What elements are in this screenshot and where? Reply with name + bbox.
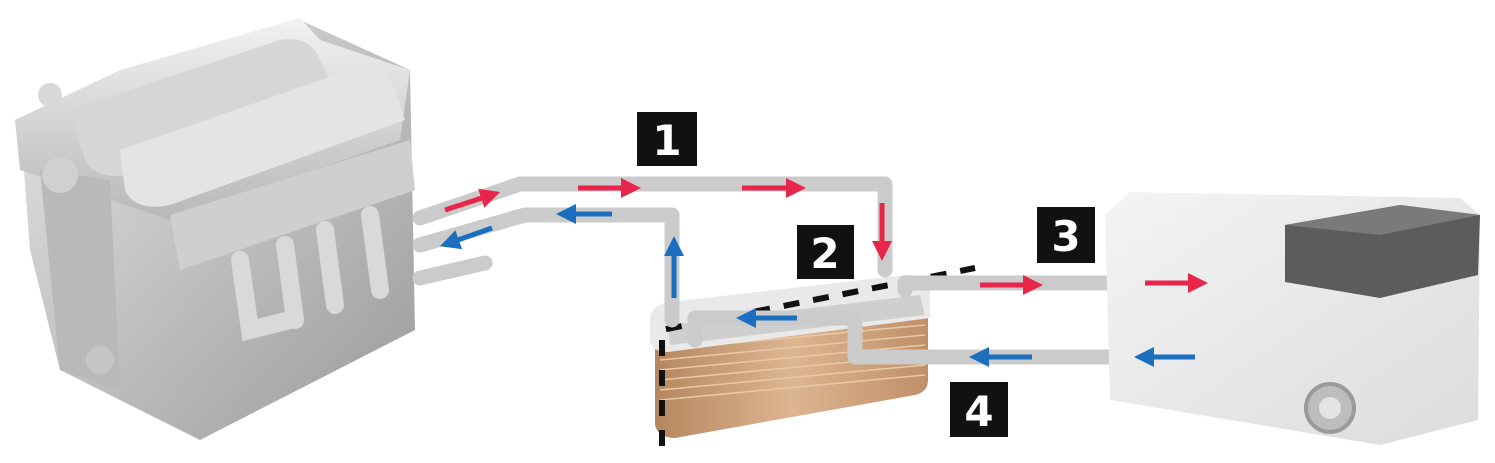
label-4-text: 4 xyxy=(964,387,993,436)
label-4: 4 xyxy=(950,382,1008,437)
engine-stub-pipe xyxy=(412,255,493,286)
cold-flow-arrow xyxy=(439,225,493,250)
label-3-text: 3 xyxy=(1051,212,1080,261)
label-1: 1 xyxy=(637,112,697,166)
label-3: 3 xyxy=(1037,207,1095,263)
dashed-boundary-line xyxy=(659,265,976,446)
tank-unit xyxy=(1105,192,1480,445)
label-2-text: 2 xyxy=(810,229,839,278)
label-2: 2 xyxy=(797,225,854,279)
hot-flow-arrow xyxy=(444,188,501,213)
label-1-text: 1 xyxy=(652,116,681,165)
engine xyxy=(15,18,415,440)
